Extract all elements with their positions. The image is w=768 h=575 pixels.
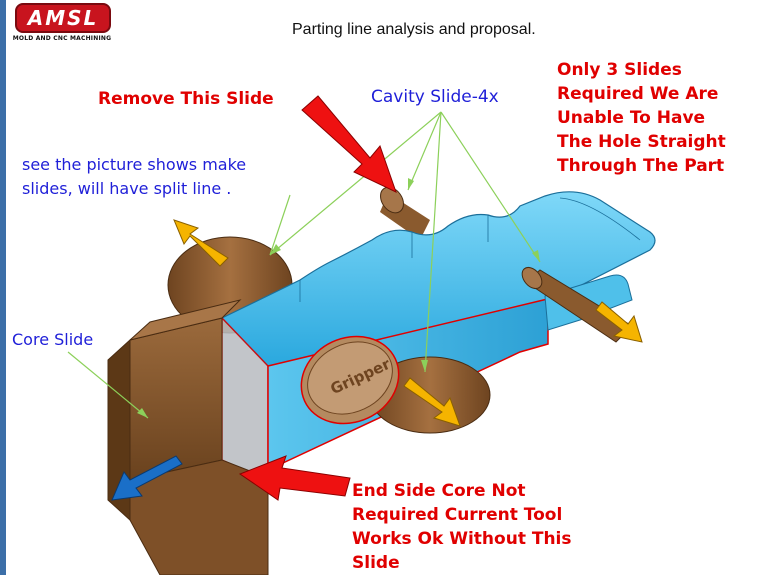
note-line: Slide [352, 553, 400, 573]
end-side-arrow [238, 455, 351, 501]
note-line: Only 3 Slides [557, 60, 682, 80]
slide-direction-arrow-right [595, 301, 643, 343]
top-pin-slide [380, 186, 430, 240]
core-slide-direction-arrow [111, 455, 183, 501]
only-three-slides-note: Only 3 Slides Required We Are Unable To … [557, 58, 762, 178]
leader-arrowheads [137, 178, 540, 418]
company-logo: AMSL MOLD AND CNC MACHINING [7, 3, 117, 45]
note-line: Required We Are [557, 84, 719, 104]
page-title: Parting line analysis and proposal. [292, 21, 536, 38]
note-line: Works Ok Without This [352, 529, 572, 549]
note-line: End Side Core Not [352, 481, 526, 501]
leader-lines [67, 111, 541, 419]
note-line: see the picture shows make [22, 155, 247, 174]
note-line: The Hole Straight [557, 132, 726, 152]
note-line: Required Current Tool [352, 505, 563, 525]
logo-badge [15, 3, 111, 33]
split-line-note: see the picture shows make slides, will … [22, 153, 312, 201]
logo-tagline: MOLD AND CNC MACHINING [12, 35, 112, 42]
gripper-part-body [220, 191, 656, 478]
core-slide-label: Core Slide [12, 330, 94, 349]
slide-direction-arrow-left [173, 219, 229, 267]
left-accent-bar [0, 0, 6, 575]
remove-slide-arrow [301, 95, 397, 193]
remove-slide-label: Remove This Slide [98, 89, 274, 109]
cavity-slide-label: Cavity Slide-4x [371, 87, 499, 107]
note-line: slides, will have split line . [22, 179, 232, 198]
slide-direction-arrow-front [403, 377, 461, 427]
end-side-core-note: End Side Core Not Required Current Tool … [352, 479, 652, 575]
logo-wordmark: AMSL [27, 6, 99, 30]
note-line: Unable To Have [557, 108, 706, 128]
note-line: Through The Part [557, 156, 725, 176]
gripper-logo-boss [307, 341, 393, 415]
